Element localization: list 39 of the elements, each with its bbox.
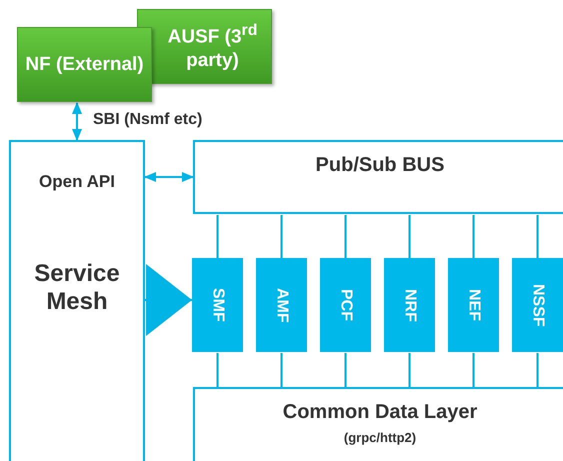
double-arrow	[144, 172, 194, 182]
network-function-box	[384, 258, 435, 352]
service-mesh-box	[9, 140, 145, 461]
function-label: NF (External)	[24, 52, 144, 76]
connector-line	[280, 353, 282, 387]
connector-line	[408, 215, 410, 258]
connector-line	[344, 353, 346, 387]
connector-line	[216, 215, 218, 258]
connector-line	[536, 353, 538, 387]
network-function-box	[512, 258, 563, 352]
function-label: PCF	[336, 289, 354, 321]
connector-line	[472, 215, 474, 258]
function-label: NSSF	[528, 284, 546, 326]
box-title: Service Mesh	[33, 260, 121, 316]
connector-line	[408, 353, 410, 387]
double-arrow	[72, 102, 82, 141]
edge-label: SBI (Nsmf etc)	[91, 110, 204, 128]
box-subtitle: (grpc/http2)	[342, 431, 418, 446]
api-label: Open API	[38, 172, 116, 192]
network-function-box	[256, 258, 307, 352]
function-label: AUSF (3$^{rd}$ party)	[166, 20, 258, 72]
connector-line	[280, 215, 282, 258]
network-function-box	[448, 258, 499, 352]
function-label: SMF	[208, 288, 226, 322]
network-function-box	[320, 258, 371, 352]
connector-line	[472, 353, 474, 387]
box-title: Common Data Layer	[282, 401, 478, 424]
box-title: Pub/Sub BUS	[314, 154, 446, 177]
function-label: NRF	[400, 288, 418, 322]
message-bus-box	[193, 140, 563, 214]
network-function-box	[17, 27, 152, 102]
connector-line	[344, 215, 346, 258]
function-label: NEF	[464, 289, 482, 321]
data-layer-box	[193, 387, 563, 461]
network-function-box	[192, 258, 243, 352]
triangle-arrow	[145, 264, 192, 336]
function-label: AMF	[272, 288, 290, 322]
connector-line	[536, 215, 538, 258]
connector-line	[216, 353, 218, 387]
